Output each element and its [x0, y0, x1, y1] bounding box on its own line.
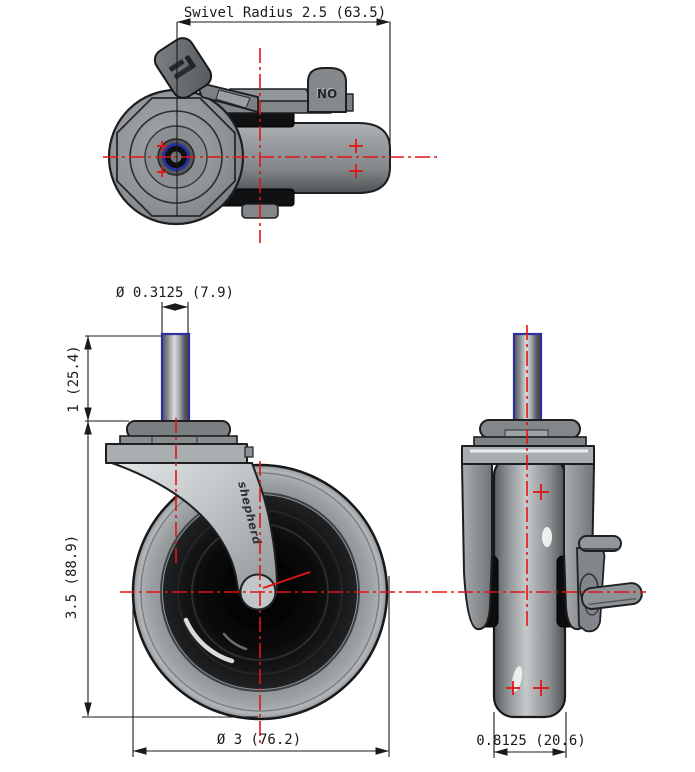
- front-stem: [160, 332, 191, 424]
- side-brake-mechanism: [576, 535, 643, 633]
- dim-stem-diameter-text: Ø 0.3125 (7.9): [116, 285, 234, 301]
- side-wheel: [492, 454, 567, 719]
- dim-stem-length-text: 1 (25.4): [66, 345, 82, 412]
- dim-wheel-diameter-text: Ø 3 (76.2): [217, 732, 301, 748]
- dim-wheel-width: 0.8125 (20.6): [476, 712, 586, 758]
- brake-tab-label: NO: [317, 87, 337, 101]
- dim-overall-height-text: 3.5 (88.9): [64, 535, 80, 619]
- brake-lever-arm-highlight: [215, 89, 251, 109]
- front-axle-leader: [262, 571, 311, 589]
- brake-lever-pedal: [153, 37, 213, 99]
- side-view: 0.8125 (20.6): [460, 325, 643, 758]
- dim-wheel-width-text: 0.8125 (20.6): [476, 733, 586, 749]
- brake-upper-finger: [578, 535, 622, 552]
- brake-release-tab: NO NO: [307, 67, 347, 113]
- dim-swivel-radius-text: Swivel Radius 2.5 (63.5): [184, 5, 386, 21]
- dim-stem-diameter: Ø 0.3125 (7.9): [116, 285, 234, 333]
- top-wheel-body: [227, 122, 391, 194]
- top-red-cross-marks: [157, 139, 363, 178]
- dim-wheel-diameter: Ø 3 (76.2): [132, 576, 390, 757]
- side-red-cross-marks: [506, 484, 549, 696]
- dim-overall-height: 3.5 (88.9): [64, 421, 258, 718]
- dim-swivel-radius: Swivel Radius 2.5 (63.5): [176, 5, 391, 216]
- dim-stem-length: 1 (25.4): [66, 335, 161, 422]
- front-view: shepherd Ø 0.3125 (7.9) 1 (25.4) 3.5 (88…: [64, 285, 390, 757]
- top-view: NO NO: [103, 5, 437, 243]
- brake-tab-emboss-highlight: NO: [316, 86, 336, 100]
